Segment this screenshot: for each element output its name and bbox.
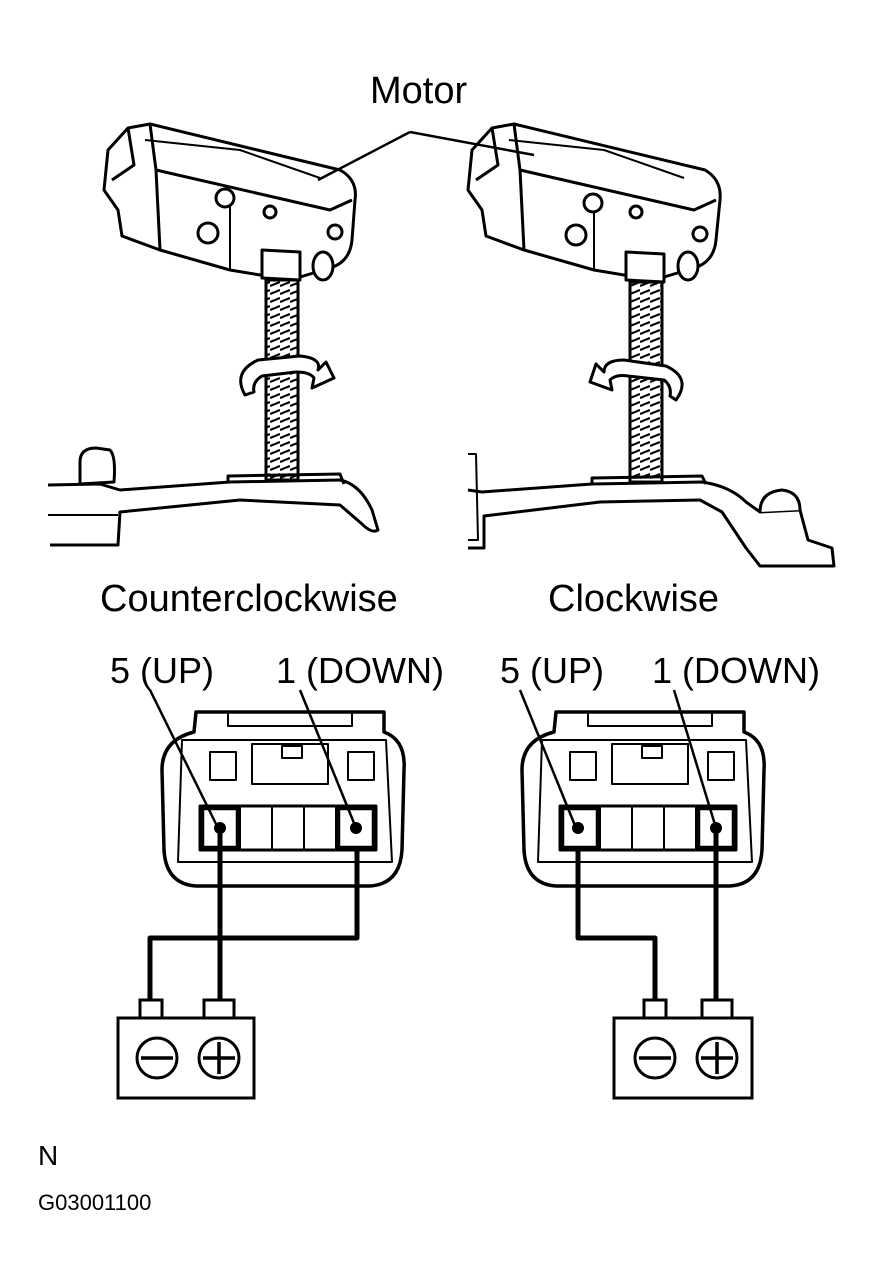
right-connector <box>520 710 766 888</box>
left-connector <box>160 710 406 888</box>
figure-code: G03001100 <box>38 1190 152 1215</box>
left-rotation-arrow <box>239 354 336 397</box>
right-terminal-up-label: 5 (UP) <box>500 650 605 691</box>
right-terminal-down-label: 1 (DOWN) <box>652 650 820 691</box>
motor-leader-left <box>317 130 411 182</box>
left-down-leader <box>298 689 358 829</box>
right-terminal-block <box>558 804 738 852</box>
right-connector-shell <box>520 710 766 888</box>
clockwise-caption: Clockwise <box>548 578 720 620</box>
left-connector-shell <box>160 710 406 888</box>
right-screw-shaft <box>628 280 664 484</box>
left-plate <box>47 478 380 547</box>
left-wire-negative <box>147 850 360 1004</box>
motor-label: Motor <box>370 70 468 112</box>
right-battery <box>612 998 754 1100</box>
counterclockwise-caption: Counterclockwise <box>100 578 398 620</box>
left-motor-assembly <box>47 122 380 547</box>
corner-letter: N <box>38 1140 59 1171</box>
left-battery <box>116 998 256 1100</box>
right-wire-negative <box>575 850 658 1004</box>
left-screw-shaft <box>264 278 300 482</box>
right-up-leader <box>518 689 578 829</box>
right-motor-assembly <box>466 122 836 568</box>
right-rotation-arrow <box>588 358 684 402</box>
left-wiring <box>147 828 360 1004</box>
left-terminal-up-label: 5 (UP) <box>110 650 215 691</box>
left-up-leader <box>148 689 220 829</box>
motor-leader-right <box>409 130 535 157</box>
right-down-leader <box>672 689 718 829</box>
left-terminal-down-label: 1 (DOWN) <box>276 650 444 691</box>
right-wiring <box>575 828 719 1004</box>
